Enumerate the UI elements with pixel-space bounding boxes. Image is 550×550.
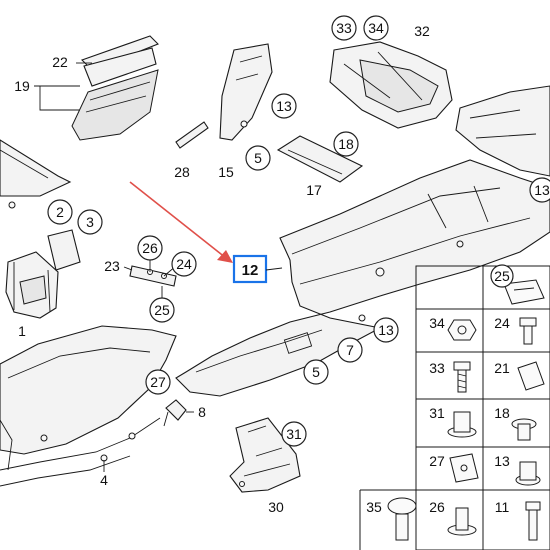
callout-8-label: 8	[198, 404, 206, 420]
part-floor-panel-left	[0, 325, 177, 487]
leader-19	[34, 85, 80, 111]
callout-7-label: 7	[346, 342, 354, 358]
callout-13b-label: 13	[534, 182, 550, 198]
callout-26-label: 26	[142, 240, 158, 256]
bolt-11-icon	[525, 501, 541, 541]
callout-33-label: 33	[336, 20, 352, 36]
callout-34-label: 34	[368, 20, 384, 36]
part-bracket-1	[5, 229, 81, 319]
grid-label-21: 21	[494, 360, 510, 376]
callout-2: 2	[47, 199, 73, 225]
callout-33: 33	[331, 15, 357, 41]
callout-5a: 5	[245, 145, 271, 171]
washer-screw-icon	[447, 507, 477, 536]
callout-17-label: 17	[306, 182, 322, 198]
grid-label-11: 11	[495, 499, 510, 515]
callout-23-label: 23	[104, 258, 120, 274]
grid-label-34: 34	[429, 315, 445, 331]
bolt-icon	[519, 317, 537, 345]
hex-nut-icon	[447, 319, 477, 341]
leader-12	[265, 267, 283, 271]
callout-25-label: 25	[154, 302, 170, 318]
callout-3: 3	[77, 209, 103, 235]
callout-13c: 13	[373, 317, 399, 343]
callout-32-label: 32	[414, 23, 430, 39]
callout-26: 26	[137, 235, 163, 261]
callout-31-label: 31	[286, 426, 302, 442]
flange-nut-icon	[447, 411, 477, 438]
grid-label-33: 33	[429, 360, 445, 376]
grid-label-24: 24	[494, 315, 510, 331]
part-duct-22	[71, 35, 159, 141]
hardware-grid	[359, 265, 550, 550]
callout-24: 24	[171, 251, 197, 277]
callout-25: 25	[149, 297, 175, 323]
callout-18: 18	[333, 131, 359, 157]
part-splash-shield-left	[0, 139, 72, 209]
pointer-arrow	[129, 181, 233, 263]
callout-22-label: 22	[52, 54, 68, 70]
clip-nut-icon	[503, 279, 545, 305]
callout-5a-label: 5	[254, 150, 262, 166]
callout-27-label: 27	[150, 374, 166, 390]
nut-13-icon	[515, 461, 541, 486]
callout-15-label: 15	[218, 164, 234, 180]
part-housing-32	[329, 41, 453, 129]
callout-1-label: 1	[18, 323, 26, 339]
callout-13b: 13	[529, 177, 550, 203]
flange-bolt-icon	[511, 418, 537, 441]
callout-7: 7	[337, 337, 363, 363]
callout-13c-label: 13	[378, 322, 394, 338]
callout-12-highlighted: 12	[232, 254, 268, 284]
callout-4-label: 4	[100, 472, 108, 488]
callout-3-label: 3	[86, 214, 94, 230]
callout-31: 31	[281, 421, 307, 447]
callout-12-label: 12	[242, 262, 259, 279]
leader-23	[123, 266, 133, 271]
push-rivet-icon	[387, 497, 417, 541]
grid-label-13: 13	[494, 453, 510, 469]
grid-label-25: 25	[490, 264, 514, 288]
part-bracket-15	[219, 43, 273, 141]
grid-label-35: 35	[366, 499, 382, 515]
callout-13a: 13	[271, 93, 297, 119]
part-clip-8	[163, 399, 187, 427]
grid-label-27: 27	[429, 453, 445, 469]
callout-28-label: 28	[174, 164, 190, 180]
grid-label-18: 18	[494, 405, 510, 421]
callout-18-label: 18	[338, 136, 354, 152]
callout-27: 27	[145, 369, 171, 395]
grid-label-26: 26	[429, 499, 445, 515]
grid-label-31: 31	[429, 405, 445, 421]
svg-text:25: 25	[494, 268, 510, 284]
callout-30-label: 30	[268, 499, 284, 515]
speed-nut-icon	[449, 453, 479, 483]
part-shield-right	[455, 85, 550, 177]
spring-clip-icon	[517, 361, 545, 391]
callout-34: 34	[363, 15, 389, 41]
callout-5b-label: 5	[312, 364, 320, 380]
callout-13a-label: 13	[276, 98, 292, 114]
part-plate-17	[276, 135, 364, 183]
screw-icon	[453, 361, 471, 393]
callout-5b: 5	[303, 359, 329, 385]
callout-19-label: 19	[14, 78, 30, 94]
callout-24-label: 24	[176, 256, 192, 272]
part-strip-28	[175, 121, 209, 149]
part-bracket-30	[229, 417, 301, 493]
callout-2-label: 2	[56, 204, 64, 220]
